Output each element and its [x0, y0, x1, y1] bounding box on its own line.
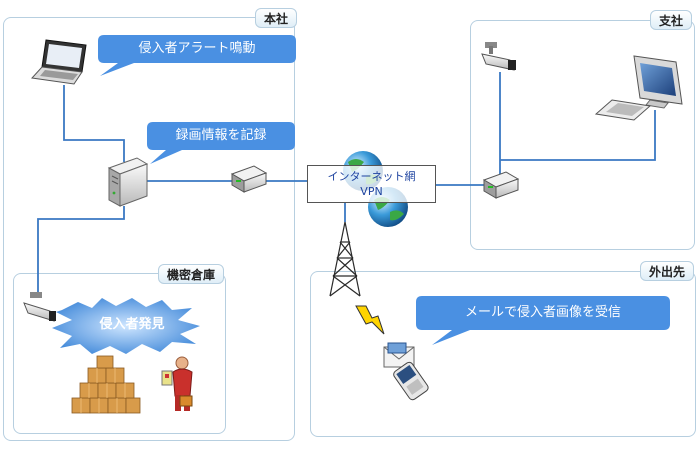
laptop-icon [30, 39, 87, 85]
mail-phone-icon [383, 342, 429, 401]
server-icon [107, 157, 149, 207]
branch-label: 支社 [650, 10, 693, 30]
secure-storage-zone [13, 273, 226, 434]
intruder-person-icon [161, 356, 193, 411]
storage-camera-icon [23, 292, 56, 322]
intruder-found-burst [52, 298, 200, 354]
cargo-boxes-icon [71, 355, 141, 414]
intruder-found-text: 侵入者発見 [99, 317, 165, 332]
mail-receive-text: メールで侵入者画像を受信 [464, 305, 621, 320]
antenna-tower-icon [329, 221, 361, 297]
outside-label: 外出先 [640, 261, 695, 281]
mail-receive-bubble [416, 296, 670, 345]
record-video-bubble [147, 122, 295, 164]
head-office-zone [3, 17, 295, 441]
laptop-to-server-line [63, 85, 125, 162]
outside-zone [310, 271, 696, 437]
internet-name: インターネット網 [327, 170, 416, 183]
lightning-icon [355, 305, 385, 335]
connection-lines [37, 72, 656, 292]
internet-vpn-box: インターネット網 VPN [307, 165, 436, 203]
head-office-label: 本社 [255, 8, 298, 28]
record-video-text: 録画情報を記録 [175, 128, 267, 143]
desktop-pc-icon [594, 55, 683, 121]
vpn-label: VPN [360, 185, 383, 198]
intruder-alert-bubble [98, 35, 296, 76]
branch-zone [470, 20, 695, 250]
intruder-alert-text: 侵入者アラート鳴動 [138, 41, 256, 56]
secure-storage-label: 機密倉庫 [158, 264, 225, 284]
branch-router-to-pc-line [500, 110, 656, 161]
branch-camera-icon [481, 42, 516, 71]
server-to-storage-camera-line [37, 206, 125, 292]
branch-router-icon [482, 171, 520, 199]
head-office-router-icon [230, 165, 268, 193]
